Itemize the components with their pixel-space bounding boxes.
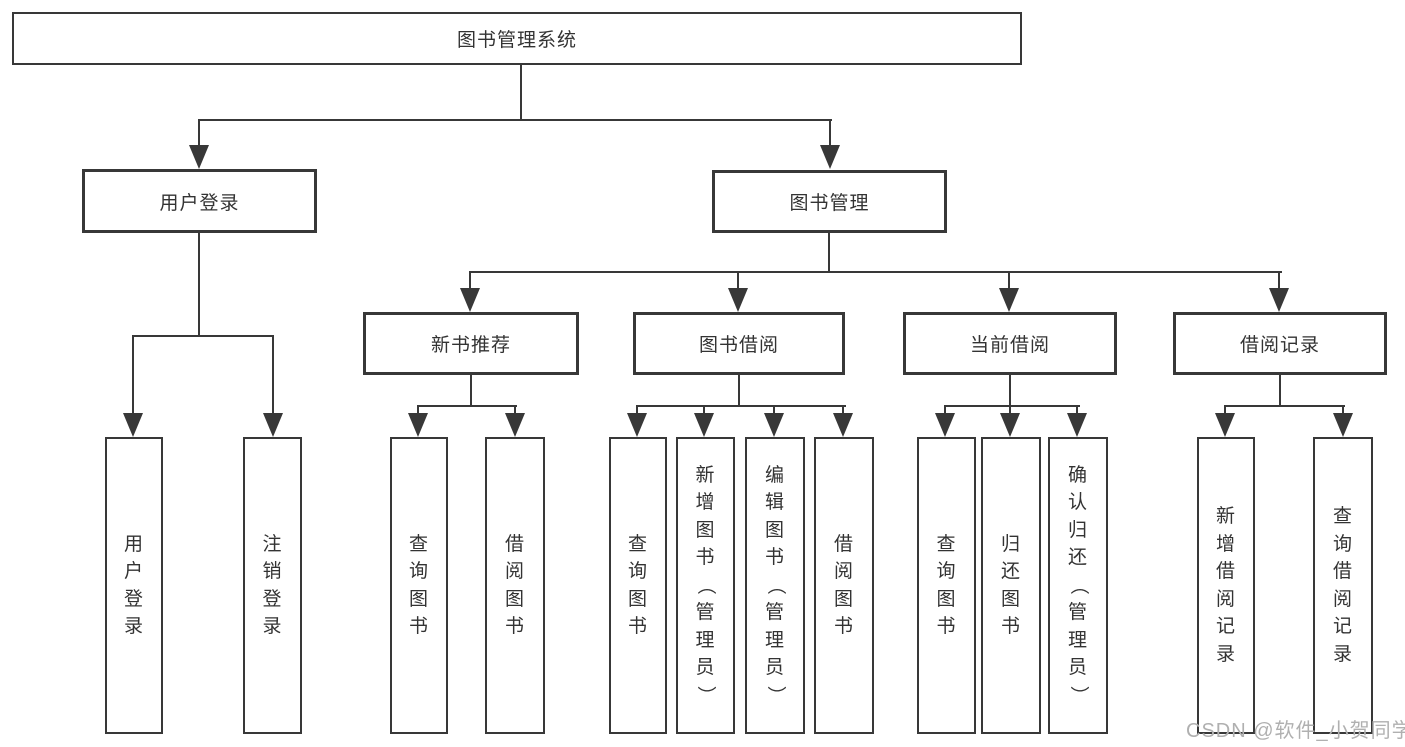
node-borrow-books-borrow: 借阅图书 [814, 437, 874, 734]
node-book-borrowing-label: 图书借阅 [698, 335, 779, 356]
node-new-book-recommend-label: 新书推荐 [430, 335, 511, 356]
node-user-login-action: 用户登录 [105, 437, 163, 734]
connector-line [520, 65, 522, 121]
arrowhead-down-icon [1215, 413, 1235, 437]
arrowhead-down-icon [408, 413, 428, 437]
connector-line [198, 119, 200, 151]
node-borrowing-records: 借阅记录 [1173, 312, 1387, 375]
arrowhead-down-icon [820, 145, 840, 169]
node-book-management: 图书管理 [712, 170, 947, 233]
connector-line [773, 405, 775, 418]
arrowhead-down-icon [460, 288, 480, 312]
connector-line [944, 405, 946, 418]
arrowhead-down-icon [263, 413, 283, 437]
node-book-borrowing: 图书借阅 [633, 312, 845, 375]
connector-line [703, 405, 705, 418]
connector-line [417, 405, 517, 407]
connector-line [469, 271, 1282, 273]
node-current-borrowing-label: 当前借阅 [969, 335, 1050, 356]
node-query-borrow-record-label: 查询借阅记录 [1332, 506, 1353, 665]
arrowhead-down-icon [764, 413, 784, 437]
arrowhead-down-icon [833, 413, 853, 437]
connector-line [842, 405, 844, 418]
connector-line [828, 233, 830, 273]
node-add-book-admin: 新增图书（管理员） [676, 437, 735, 734]
connector-line [198, 119, 832, 121]
node-borrow-books-recommend: 借阅图书 [485, 437, 545, 734]
node-edit-book-admin-label: 编辑图书（管理员） [764, 464, 786, 706]
arrowhead-down-icon [728, 288, 748, 312]
connector-line [1076, 405, 1078, 418]
node-query-books-borrow: 查询图书 [609, 437, 667, 734]
connector-line [636, 405, 638, 418]
node-logout-label: 注销登录 [262, 533, 283, 638]
node-user-login: 用户登录 [82, 169, 317, 233]
node-confirm-return-admin: 确认归还（管理员） [1048, 437, 1108, 734]
connector-line [514, 405, 516, 418]
node-return-book: 归还图书 [981, 437, 1041, 734]
connector-line [636, 405, 846, 407]
node-current-borrowing: 当前借阅 [903, 312, 1117, 375]
node-add-borrow-record: 新增借阅记录 [1197, 437, 1255, 734]
connector-line [469, 271, 471, 293]
connector-line [132, 335, 274, 337]
node-borrow-books-borrow-label: 借阅图书 [833, 533, 854, 638]
node-borrowing-records-label: 借阅记录 [1239, 335, 1320, 356]
node-confirm-return-admin-label: 确认归还（管理员） [1067, 464, 1089, 706]
node-edit-book-admin: 编辑图书（管理员） [745, 437, 805, 734]
node-borrow-books-recommend-label: 借阅图书 [504, 533, 525, 638]
connector-line [1342, 405, 1344, 418]
node-query-books-current: 查询图书 [917, 437, 976, 734]
arrowhead-down-icon [627, 413, 647, 437]
arrowhead-down-icon [1269, 288, 1289, 312]
node-logout: 注销登录 [243, 437, 302, 734]
connector-line [1009, 375, 1011, 407]
connector-line [944, 405, 1080, 407]
arrowhead-down-icon [189, 145, 209, 169]
watermark: CSDN @软件_小贺同学 [1186, 720, 1405, 742]
connector-line [1224, 405, 1226, 418]
node-query-books-borrow-label: 查询图书 [627, 533, 648, 638]
connector-line [1224, 405, 1345, 407]
node-query-borrow-record: 查询借阅记录 [1313, 437, 1373, 734]
node-return-book-label: 归还图书 [1000, 533, 1021, 638]
connector-line [1278, 271, 1280, 293]
node-add-borrow-record-label: 新增借阅记录 [1215, 506, 1236, 665]
node-book-management-label: 图书管理 [789, 193, 870, 214]
arrowhead-down-icon [999, 288, 1019, 312]
node-query-books-recommend-label: 查询图书 [408, 533, 429, 638]
node-root-label: 图书管理系统 [456, 30, 577, 51]
arrowhead-down-icon [1067, 413, 1087, 437]
node-query-books-current-label: 查询图书 [936, 533, 957, 638]
arrowhead-down-icon [1000, 413, 1020, 437]
node-user-login-action-label: 用户登录 [123, 533, 144, 638]
connector-line [470, 375, 472, 407]
node-query-books-recommend: 查询图书 [390, 437, 448, 734]
connector-line [829, 119, 831, 151]
connector-line [1008, 271, 1010, 293]
connector-line [737, 271, 739, 293]
connector-line [1279, 375, 1281, 407]
arrowhead-down-icon [935, 413, 955, 437]
arrowhead-down-icon [123, 413, 143, 437]
node-add-book-admin-label: 新增图书（管理员） [695, 464, 717, 706]
node-root: 图书管理系统 [12, 12, 1022, 65]
arrowhead-down-icon [1333, 413, 1353, 437]
connector-line [738, 375, 740, 407]
connector-line [132, 335, 134, 417]
arrowhead-down-icon [505, 413, 525, 437]
arrowhead-down-icon [694, 413, 714, 437]
node-new-book-recommend: 新书推荐 [363, 312, 579, 375]
connector-line [1009, 405, 1011, 418]
node-user-login-label: 用户登录 [159, 192, 240, 214]
connector-line [198, 233, 200, 337]
connector-line [272, 335, 274, 417]
connector-line [417, 405, 419, 418]
